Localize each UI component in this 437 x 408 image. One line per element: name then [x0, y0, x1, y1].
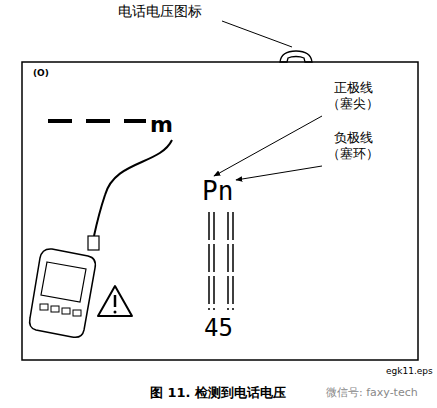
signal-bars	[209, 212, 233, 310]
wire-label: 正极线 （塞尖）	[324, 80, 382, 111]
watermark: 微信号: faxy-tech	[326, 386, 418, 399]
distance-unit: m	[150, 112, 173, 138]
distance-dashes	[48, 119, 146, 123]
leader-arrow	[236, 166, 322, 180]
cable	[94, 140, 172, 236]
rj-connector	[88, 236, 99, 250]
leader-line	[222, 21, 292, 47]
phone-icon	[280, 51, 312, 62]
warning-symbol	[98, 286, 132, 316]
figure-caption: 图 11. 检测到电话电压	[150, 385, 286, 401]
status-indicator: (O)	[33, 68, 49, 79]
icon-caption: 电话电压图标	[118, 3, 202, 20]
file-name: egk11.eps	[386, 366, 433, 377]
display-number: 45	[204, 314, 233, 343]
screen-frame	[22, 62, 418, 360]
leader-arrow	[214, 116, 322, 176]
pair-display: Pn	[202, 176, 233, 207]
wire-label: 负极线 （塞环）	[324, 130, 382, 161]
tester-device	[30, 249, 96, 337]
